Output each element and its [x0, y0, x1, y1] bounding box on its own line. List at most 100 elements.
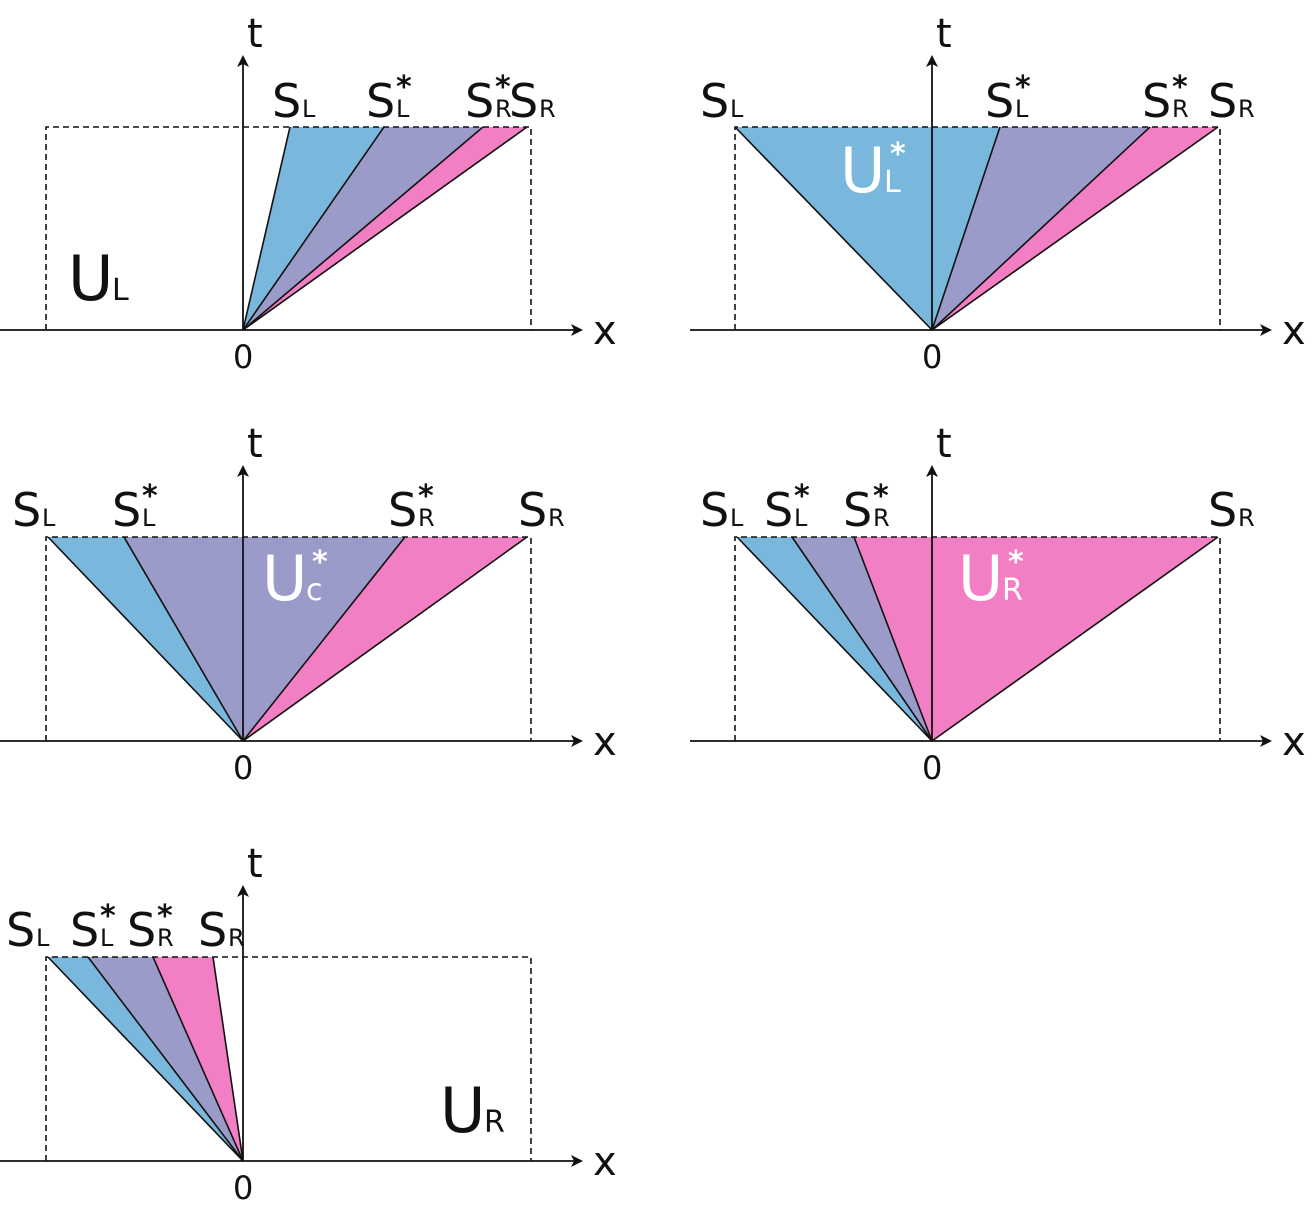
region-label-1: UL [68, 242, 129, 315]
label-s-lstar-star: * [100, 899, 116, 934]
wave-line-s_rstar [242, 536, 406, 742]
label-s-r-sub: R [539, 95, 556, 123]
region-label-4-main: U [958, 542, 1003, 615]
origin-label: 0 [233, 338, 253, 376]
label-s-lstar-sub: L [396, 95, 410, 123]
label-s-l-main: S [700, 74, 729, 128]
label-s-lstar-sub: L [794, 504, 808, 532]
region-label-2-star: * [890, 137, 906, 172]
x-axis-label: x [593, 308, 617, 354]
origin-label: 0 [922, 749, 942, 787]
region-label-4: UR* [958, 542, 1024, 615]
label-s-rstar-sub: R [418, 504, 435, 532]
label-s-r-main: S [518, 483, 547, 537]
wave-line-s_l [47, 536, 244, 742]
t-axis-label: t [936, 11, 952, 57]
label-s-rstar-sub: R [495, 95, 512, 123]
label-s-rstar-sub: R [873, 504, 890, 532]
label-s-l-sub: L [302, 95, 316, 123]
label-s-rstar-main: S [465, 74, 494, 128]
wedge-center [124, 537, 405, 741]
origin-label: 0 [922, 338, 942, 376]
wedge-left-star [735, 127, 1000, 330]
wave-line-s_r [212, 956, 244, 1162]
label-s-r-main: S [1208, 483, 1237, 537]
region-label-4-star: * [1008, 545, 1024, 580]
label-s-rstar-star: * [1172, 70, 1188, 105]
wave-line-s_r [242, 126, 528, 331]
label-s-l-main: S [700, 483, 729, 537]
region-label-3-main: U [262, 542, 307, 615]
label-s-rstar-main: S [127, 903, 156, 957]
label-s-lstar-main: S [70, 903, 99, 957]
domain-dashed-box [734, 126, 1221, 330]
region-label-5: UR [440, 1074, 505, 1147]
label-s-r-main: S [198, 903, 227, 957]
label-s-lstar-sub: L [100, 924, 114, 952]
label-s-r-sub: R [548, 504, 565, 532]
wave-line-s_l [736, 536, 933, 742]
label-s-r-main: S [509, 74, 538, 128]
domain-dashed-box [45, 126, 532, 330]
region-label-3: Uc* [262, 542, 328, 615]
x-axis-label: x [1282, 719, 1306, 765]
wave-line-s_r [931, 536, 1219, 742]
t-axis-label: t [247, 11, 263, 57]
label-s-l-sub: L [730, 95, 744, 123]
label-s-lstar-main: S [764, 483, 793, 537]
label-s-rstar-sub: R [157, 924, 174, 952]
wave-line-s_lstar [242, 126, 385, 331]
region-label-2-sub: L [884, 165, 901, 200]
region-label-3-star: * [312, 545, 328, 580]
wave-line-s_rstar [242, 126, 484, 331]
t-axis-label: t [247, 841, 263, 887]
label-s-lstar-star: * [396, 70, 412, 105]
wave-line-s_lstar [791, 536, 933, 742]
label-s-l-sub: L [42, 504, 56, 532]
wedge-right-star [854, 537, 1218, 741]
domain-dashed-box [734, 536, 1221, 741]
wave-line-s_rstar [853, 536, 933, 742]
wave-line-s_lstar [123, 536, 244, 742]
x-axis-label: x [593, 719, 617, 765]
label-s-lstar-star: * [142, 479, 158, 514]
domain-dashed-box [45, 536, 532, 741]
region-label-1-sub: L [112, 273, 129, 308]
label-s-rstar-main: S [843, 483, 872, 537]
wave-line-s_lstar [87, 956, 244, 1162]
label-s-r-sub: R [228, 924, 245, 952]
t-axis-label: t [247, 421, 263, 467]
region-label-2: UL* [840, 134, 906, 207]
label-s-l-main: S [272, 74, 301, 128]
label-s-rstar-star: * [495, 70, 511, 105]
domain-dashed-box [45, 956, 532, 1161]
label-s-l-sub: L [730, 504, 744, 532]
label-s-lstar-star: * [794, 479, 810, 514]
label-s-r-sub: R [1238, 95, 1255, 123]
wave-line-s_r [242, 536, 528, 742]
label-s-l-sub: L [36, 924, 50, 952]
label-s-lstar-main: S [366, 74, 395, 128]
origin-label: 0 [233, 749, 253, 787]
label-s-lstar-main: S [985, 74, 1014, 128]
label-s-rstar-main: S [1142, 74, 1171, 128]
label-s-l-main: S [6, 903, 35, 957]
region-label-2-main: U [840, 134, 885, 207]
